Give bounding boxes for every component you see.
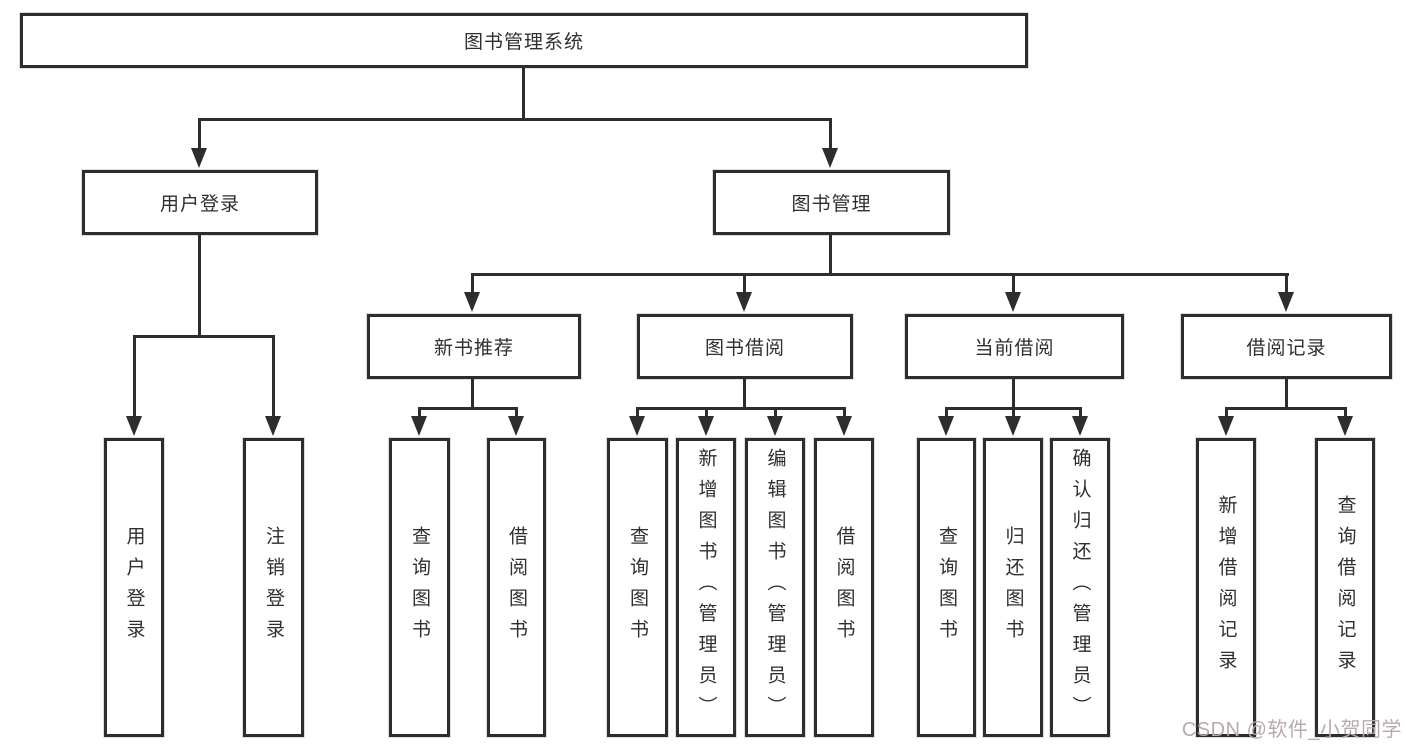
connector-drop	[743, 273, 746, 297]
node-query-books-borrow: 查询图书	[607, 438, 668, 737]
arrow-down-icon	[698, 416, 714, 436]
connector-current-stem	[1012, 379, 1015, 410]
node-confirm-return-admin: 确认归还（管理员）	[1050, 438, 1110, 737]
node-label: 用户登录	[123, 525, 145, 650]
connector-root-hbar	[198, 118, 832, 121]
node-borrow-books: 借阅图书	[814, 438, 874, 737]
connector-drop	[515, 407, 518, 418]
node-borrowing-records: 借阅记录	[1181, 314, 1392, 379]
connector-drop	[471, 273, 474, 297]
node-label: 借阅图书	[506, 525, 527, 650]
connector-drop	[705, 407, 708, 418]
arrow-down-icon	[629, 416, 645, 436]
connector-mgmt-stem	[829, 234, 832, 276]
arrow-down-icon	[464, 292, 480, 312]
connector-drop	[829, 118, 832, 152]
connector-drop	[1344, 407, 1347, 418]
connector-drop	[636, 407, 639, 418]
arrow-down-icon	[191, 148, 207, 168]
connector-drop	[774, 407, 777, 418]
node-query-books-rec: 查询图书	[389, 438, 450, 737]
arrow-down-icon	[1337, 416, 1353, 436]
node-add-books-admin: 新增图书（管理员）	[676, 438, 736, 737]
arrow-down-icon	[938, 416, 954, 436]
node-label: 注销登录	[263, 525, 284, 650]
node-label: 查询图书	[627, 525, 648, 650]
connector-drop	[133, 335, 136, 417]
arrow-down-icon	[1218, 416, 1234, 436]
arrow-down-icon	[767, 416, 783, 436]
csdn-watermark: CSDN @软件_小贺同学	[1181, 719, 1402, 741]
node-current-borrowing: 当前借阅	[905, 314, 1124, 379]
connector-drop	[418, 407, 421, 418]
arrow-down-icon	[1005, 292, 1021, 312]
connector-borrow-hbar	[636, 407, 846, 410]
node-label: 编辑图书（管理员）	[764, 448, 786, 727]
arrow-down-icon	[836, 416, 852, 436]
connector-drop	[1079, 407, 1082, 418]
connector-drop	[1012, 407, 1015, 418]
connector-rec-hbar	[418, 407, 518, 410]
node-library-system: 图书管理系统	[20, 13, 1028, 68]
connector-root-stem	[522, 68, 525, 120]
node-label: 查询图书	[409, 525, 430, 650]
connector-drop	[198, 118, 201, 152]
arrow-down-icon	[1278, 292, 1294, 312]
arrow-down-icon	[411, 416, 427, 436]
node-label: 归还图书	[1002, 525, 1024, 650]
node-edit-books-admin: 编辑图书（管理员）	[745, 438, 805, 737]
arrow-down-icon	[1072, 416, 1088, 436]
node-label: 新增借阅记录	[1215, 494, 1237, 681]
node-label: 查询借阅记录	[1334, 494, 1356, 681]
node-label: 新增图书（管理员）	[695, 448, 717, 727]
connector-record-hbar	[1225, 407, 1347, 410]
connector-record-stem	[1285, 379, 1288, 410]
node-label: 确认归还（管理员）	[1069, 448, 1091, 727]
connector-drop	[272, 335, 275, 417]
arrow-down-icon	[822, 148, 838, 168]
arrow-down-icon	[736, 292, 752, 312]
node-new-book-recommend: 新书推荐	[367, 314, 581, 379]
node-user-login-action: 用户登录	[104, 438, 164, 737]
node-label: 查询图书	[936, 525, 957, 650]
connector-drop	[1285, 273, 1288, 297]
connector-drop	[843, 407, 846, 418]
node-book-management: 图书管理	[713, 170, 950, 235]
connector-drop	[945, 407, 948, 418]
node-label: 借阅图书	[833, 525, 855, 650]
node-logout-action: 注销登录	[243, 438, 304, 737]
connector-drop	[1012, 273, 1015, 297]
node-query-borrow-record: 查询借阅记录	[1315, 438, 1375, 737]
node-return-books: 归还图书	[983, 438, 1043, 737]
arrow-down-icon	[508, 416, 524, 436]
node-book-borrowing: 图书借阅	[637, 314, 853, 379]
node-borrow-books-rec: 借阅图书	[487, 438, 546, 737]
connector-rec-stem	[471, 379, 474, 410]
node-user-login: 用户登录	[82, 170, 318, 235]
connector-drop	[1225, 407, 1228, 418]
node-query-books-current: 查询图书	[917, 438, 976, 737]
arrow-down-icon	[265, 416, 281, 436]
node-add-borrow-record: 新增借阅记录	[1196, 438, 1256, 737]
arrow-down-icon	[126, 416, 142, 436]
connector-borrow-stem	[743, 379, 746, 410]
arrow-down-icon	[1005, 416, 1021, 436]
connector-mgmt-hbar	[471, 273, 1289, 276]
connector-user-hbar	[133, 335, 275, 338]
connector-user-stem	[198, 234, 201, 338]
